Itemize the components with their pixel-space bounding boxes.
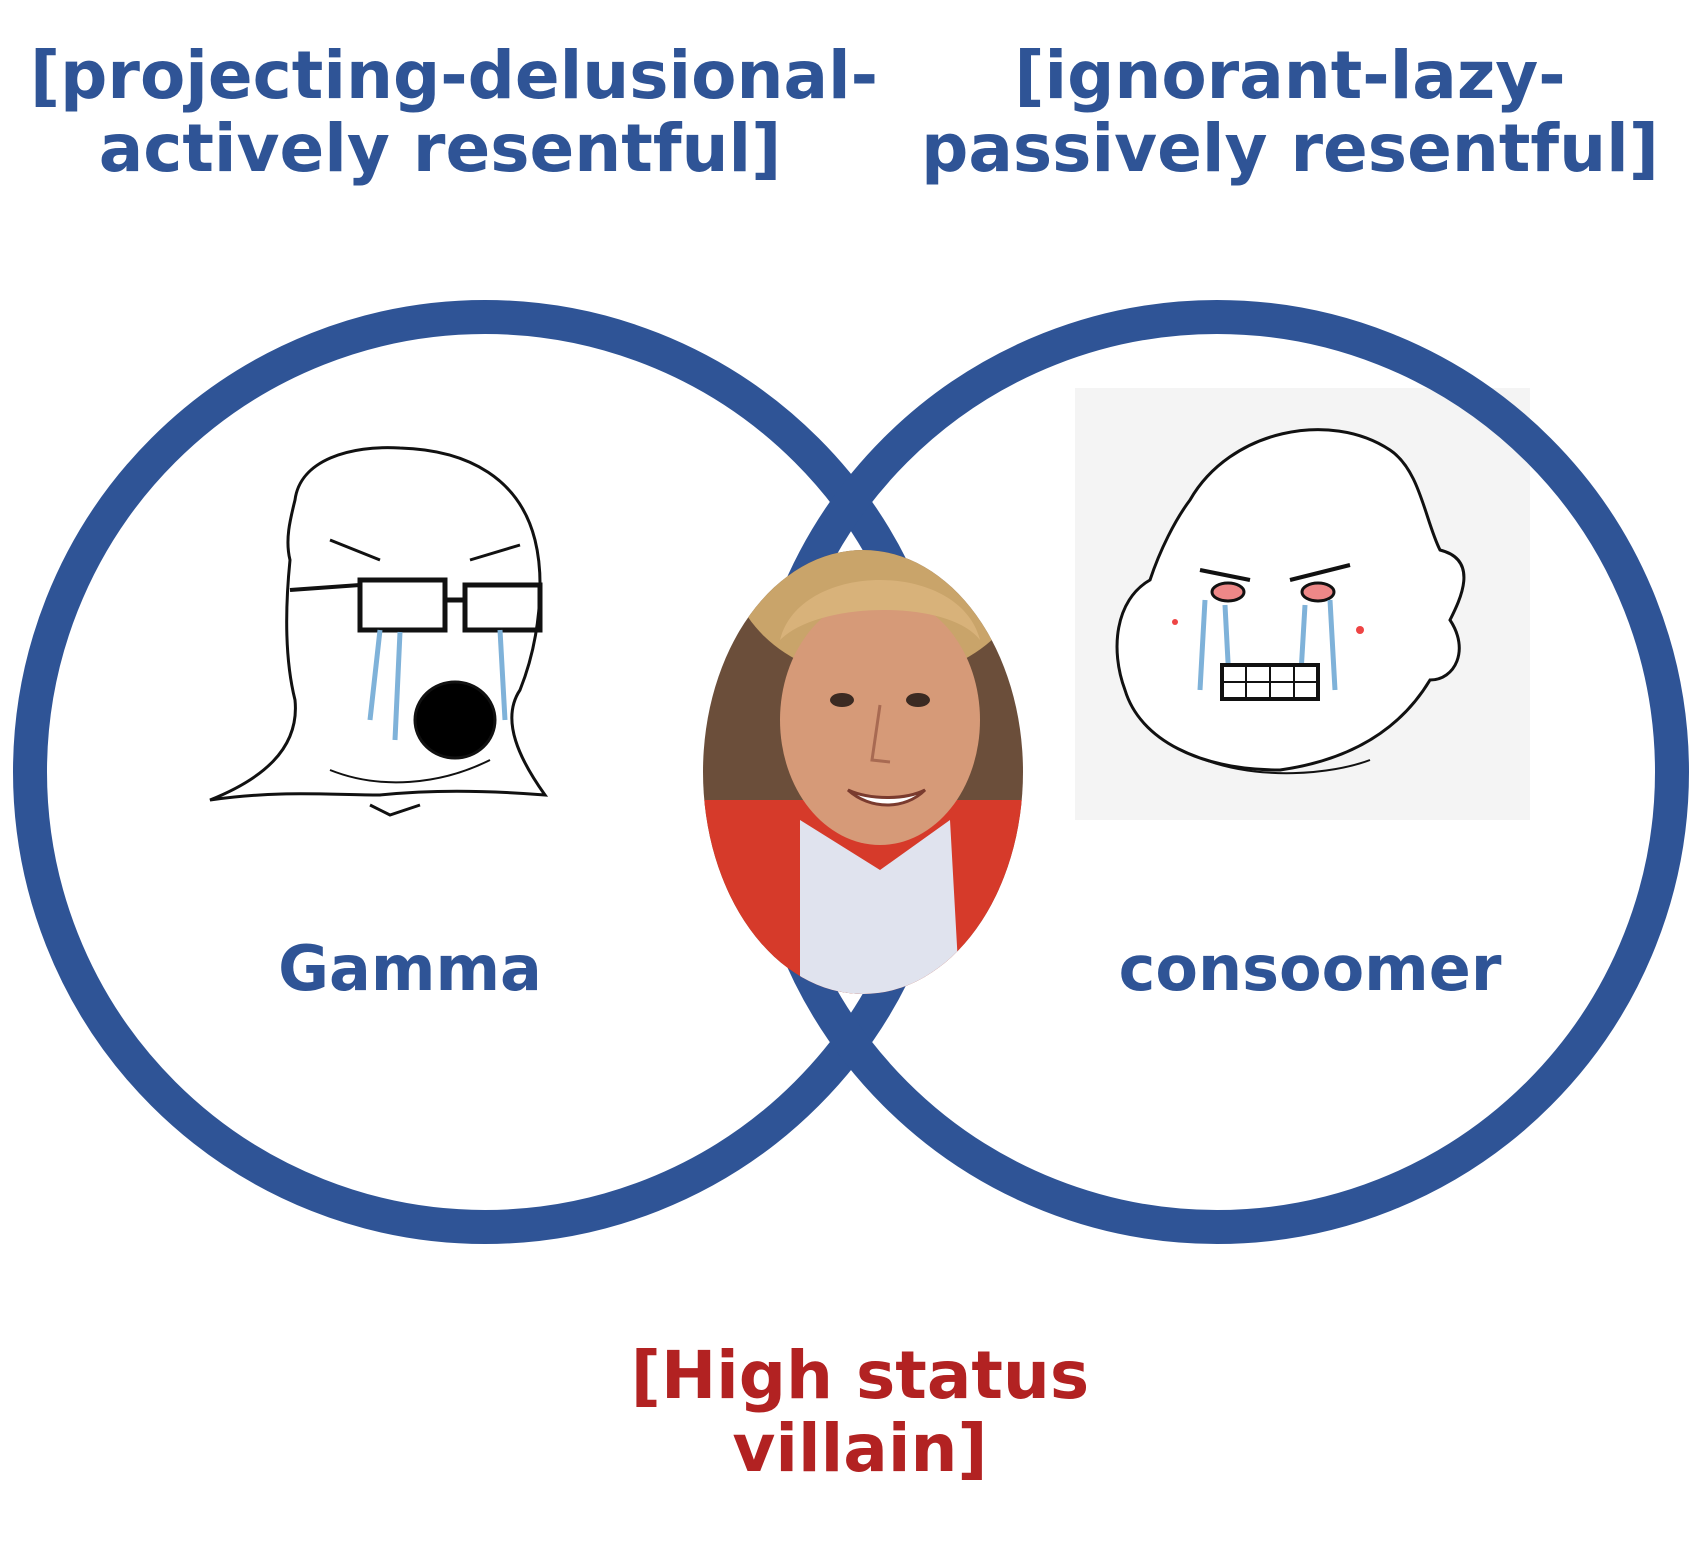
left-top-label-line-1: [projecting-delusional- — [30, 37, 879, 114]
center-photo — [703, 550, 1023, 994]
left-set-label: Gamma — [278, 932, 542, 1005]
right-top-label-line-1: [ignorant-lazy- — [1014, 37, 1566, 114]
right-top-label: [ignorant-lazy- passively resentful] — [880, 37, 1700, 187]
left-top-label: [projecting-delusional- actively resentf… — [30, 37, 879, 187]
intersection-label-line-1: [High status — [630, 1337, 1090, 1414]
left-wojak-image — [209, 446, 549, 817]
right-wojak-image — [1115, 428, 1466, 775]
intersection-label: [High status villain] — [560, 1337, 1160, 1487]
intersection-label-line-2: villain] — [732, 1409, 988, 1487]
right-top-label-line-2: passively resentful] — [921, 109, 1659, 187]
right-set-label: consoomer — [1118, 932, 1502, 1005]
left-top-label-line-2: actively resentful] — [98, 109, 782, 187]
